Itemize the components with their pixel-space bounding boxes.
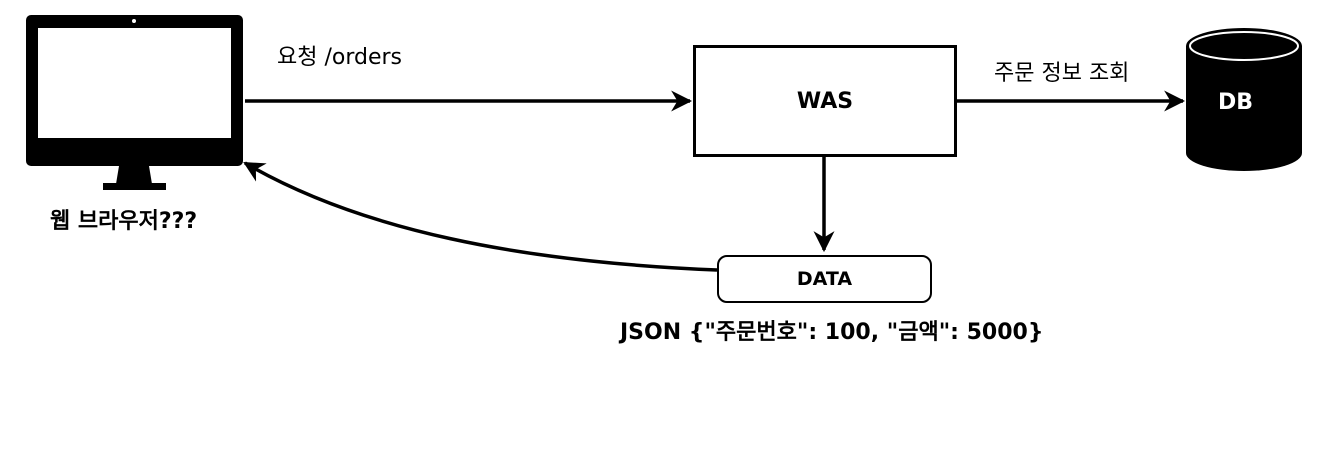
response-json-label: JSON {"주문번호": 100, "금액": 5000} [620,320,1044,345]
request-label: 요청 /orders [277,45,403,70]
monitor-icon [26,15,243,190]
response-arrow [243,161,718,272]
data-box-label: DATA [796,268,853,290]
client-label: 웹 브라우저??? [50,209,198,234]
data-box: DATA [717,255,932,303]
was-box: WAS [693,45,957,157]
database-icon [1186,28,1302,171]
db-label: DB [1218,90,1254,115]
db-query-label: 주문 정보 조회 [994,61,1130,86]
was-label: WAS [796,88,854,114]
